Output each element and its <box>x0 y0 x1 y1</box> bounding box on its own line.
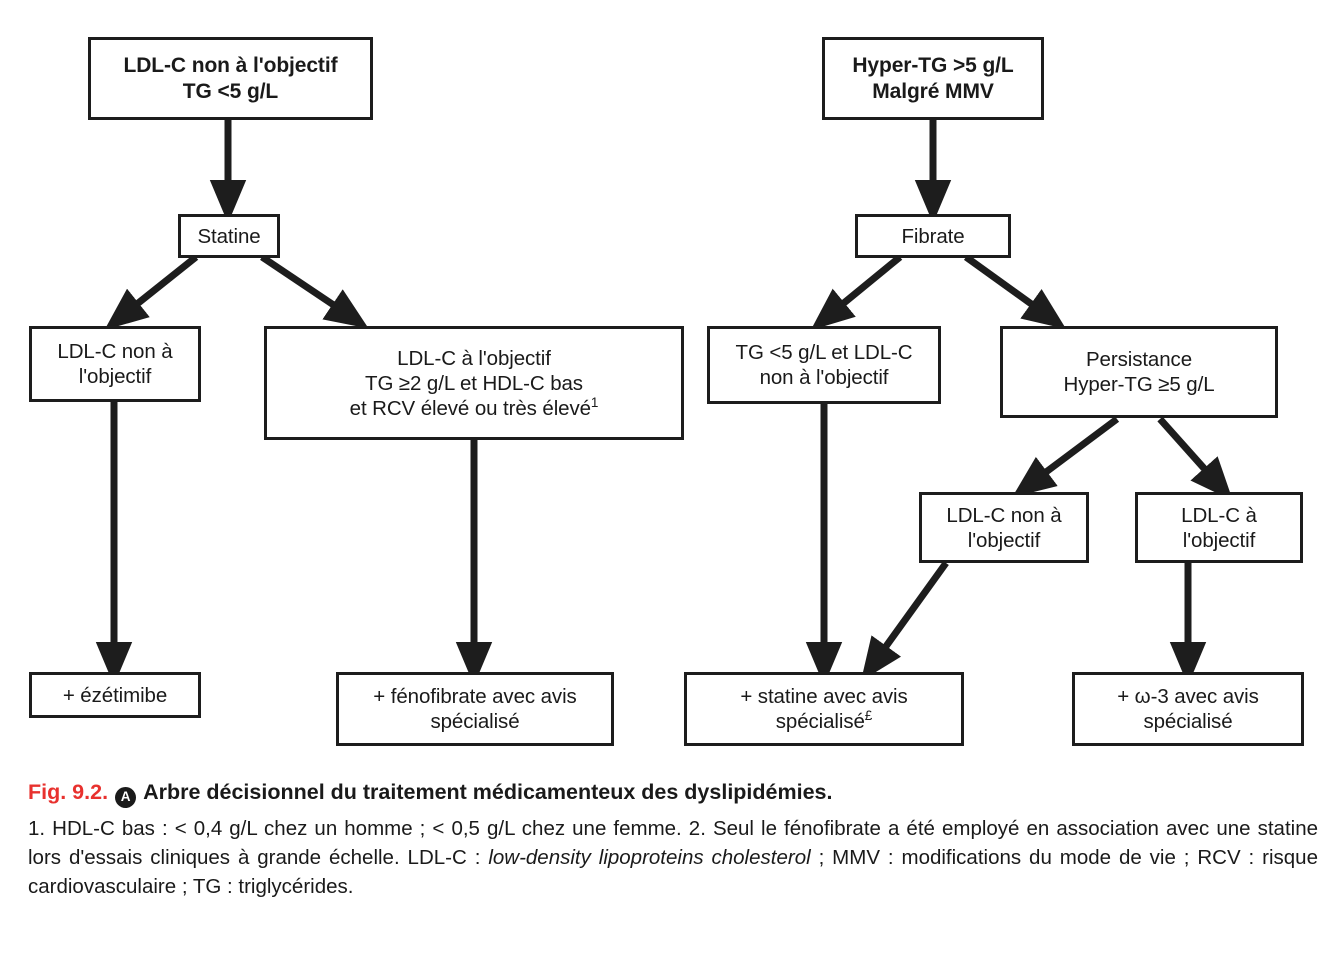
node-left-outcome-at-goal-text-superscript: 1 <box>590 394 599 410</box>
arrow-statine-to-left-outcome <box>104 254 199 330</box>
node-result-statine[interactable]: + statine avec avis spécialisé£ <box>684 672 964 746</box>
node-right-root-label: Hyper-TG >5 g/L Malgré MMV <box>852 53 1014 103</box>
node-result-statine-text-superscript: £ <box>864 708 873 724</box>
arrow-sub-left-to-statine-result <box>860 560 949 682</box>
node-left-outcome-not-at-goal[interactable]: LDL-C non à l'objectif <box>29 326 201 402</box>
node-result-ezetimibe[interactable]: + ézétimibe <box>29 672 201 718</box>
figure-caption: Fig. 9.2. A Arbre décisionnel du traitem… <box>28 778 1318 901</box>
node-result-ezetimibe-label: + ézétimibe <box>62 683 168 707</box>
node-result-omega3[interactable]: + ω-3 avec avis spécialisé <box>1072 672 1304 746</box>
figure-title-text: Arbre décisionnel du traitement médicame… <box>143 780 833 804</box>
footnote-italic-term: low-density lipoproteins cholesterol <box>488 846 811 870</box>
node-statine-label: Statine <box>197 224 261 248</box>
node-result-omega3-label: + ω-3 avec avis spécialisé <box>1117 685 1259 733</box>
node-right-outcome-tg-low[interactable]: TG <5 g/L et LDL-C non à l'objectif <box>707 326 941 404</box>
arrow-statine-to-right-outcome <box>260 254 369 329</box>
node-result-statine-label: + statine avec avis spécialisé£ <box>740 684 907 734</box>
figure-caption-title: Fig. 9.2. A Arbre décisionnel du traitem… <box>28 778 1318 808</box>
node-sub-outcome-not-at-goal-label: LDL-C non à l'objectif <box>946 503 1062 552</box>
node-left-outcome-at-goal-label: LDL-C à l'objectif TG ≥2 g/L et HDL-C ba… <box>350 346 599 421</box>
grade-badge: A <box>115 786 137 808</box>
arrow-persistance-to-sub-left <box>1012 416 1120 498</box>
figure-footnotes: 1. HDL-C bas : < 0,4 g/L chez un homme ;… <box>28 814 1318 901</box>
node-left-outcome-at-goal[interactable]: LDL-C à l'objectif TG ≥2 g/L et HDL-C ba… <box>264 326 684 440</box>
flowchart-diagram: LDL-C non à l'objectif TG <5 g/L Statine… <box>29 37 1304 746</box>
node-sub-outcome-not-at-goal[interactable]: LDL-C non à l'objectif <box>919 492 1089 563</box>
node-result-statine-text: + statine avec avis spécialisé£ <box>740 685 908 733</box>
arrow-connector-layer <box>95 120 1233 686</box>
node-sub-outcome-at-goal[interactable]: LDL-C à l'objectif <box>1135 492 1303 563</box>
node-result-fenofibrate-label: + fénofibrate avec avis spécialisé <box>373 685 577 733</box>
node-right-root[interactable]: Hyper-TG >5 g/L Malgré MMV <box>822 37 1044 120</box>
arrow-persistance-to-sub-right <box>1157 416 1233 501</box>
footnote-text-part2: ; MMV : modifications du mode de vie ; R… <box>28 846 1318 899</box>
node-right-outcome-tg-low-label: TG <5 g/L et LDL-C non à l'objectif <box>735 341 913 389</box>
node-fibrate[interactable]: Fibrate <box>855 214 1011 258</box>
node-left-root-label: LDL-C non à l'objectif TG <5 g/L <box>123 53 338 103</box>
node-statine[interactable]: Statine <box>178 214 280 258</box>
node-right-outcome-persistance-label: Persistance Hyper-TG ≥5 g/L <box>1063 348 1215 396</box>
footnote-text-part1: 1. HDL-C bas : < 0,4 g/L chez un homme ;… <box>28 817 1318 870</box>
node-sub-outcome-at-goal-label: LDL-C à l'objectif <box>1181 503 1257 552</box>
figure-number: Fig. 9.2. <box>28 780 109 804</box>
node-left-outcome-not-at-goal-label: LDL-C non à l'objectif <box>57 340 173 388</box>
arrow-fibrate-to-right-outcome <box>963 254 1067 330</box>
node-fibrate-label: Fibrate <box>901 224 965 248</box>
node-right-outcome-persistance[interactable]: Persistance Hyper-TG ≥5 g/L <box>1000 326 1278 418</box>
arrow-fibrate-to-left-outcome <box>810 254 903 331</box>
node-left-root[interactable]: LDL-C non à l'objectif TG <5 g/L <box>88 37 373 120</box>
node-result-fenofibrate[interactable]: + fénofibrate avec avis spécialisé <box>336 672 614 746</box>
node-left-outcome-at-goal-text: LDL-C à l'objectif TG ≥2 g/L et HDL-C ba… <box>349 346 599 420</box>
